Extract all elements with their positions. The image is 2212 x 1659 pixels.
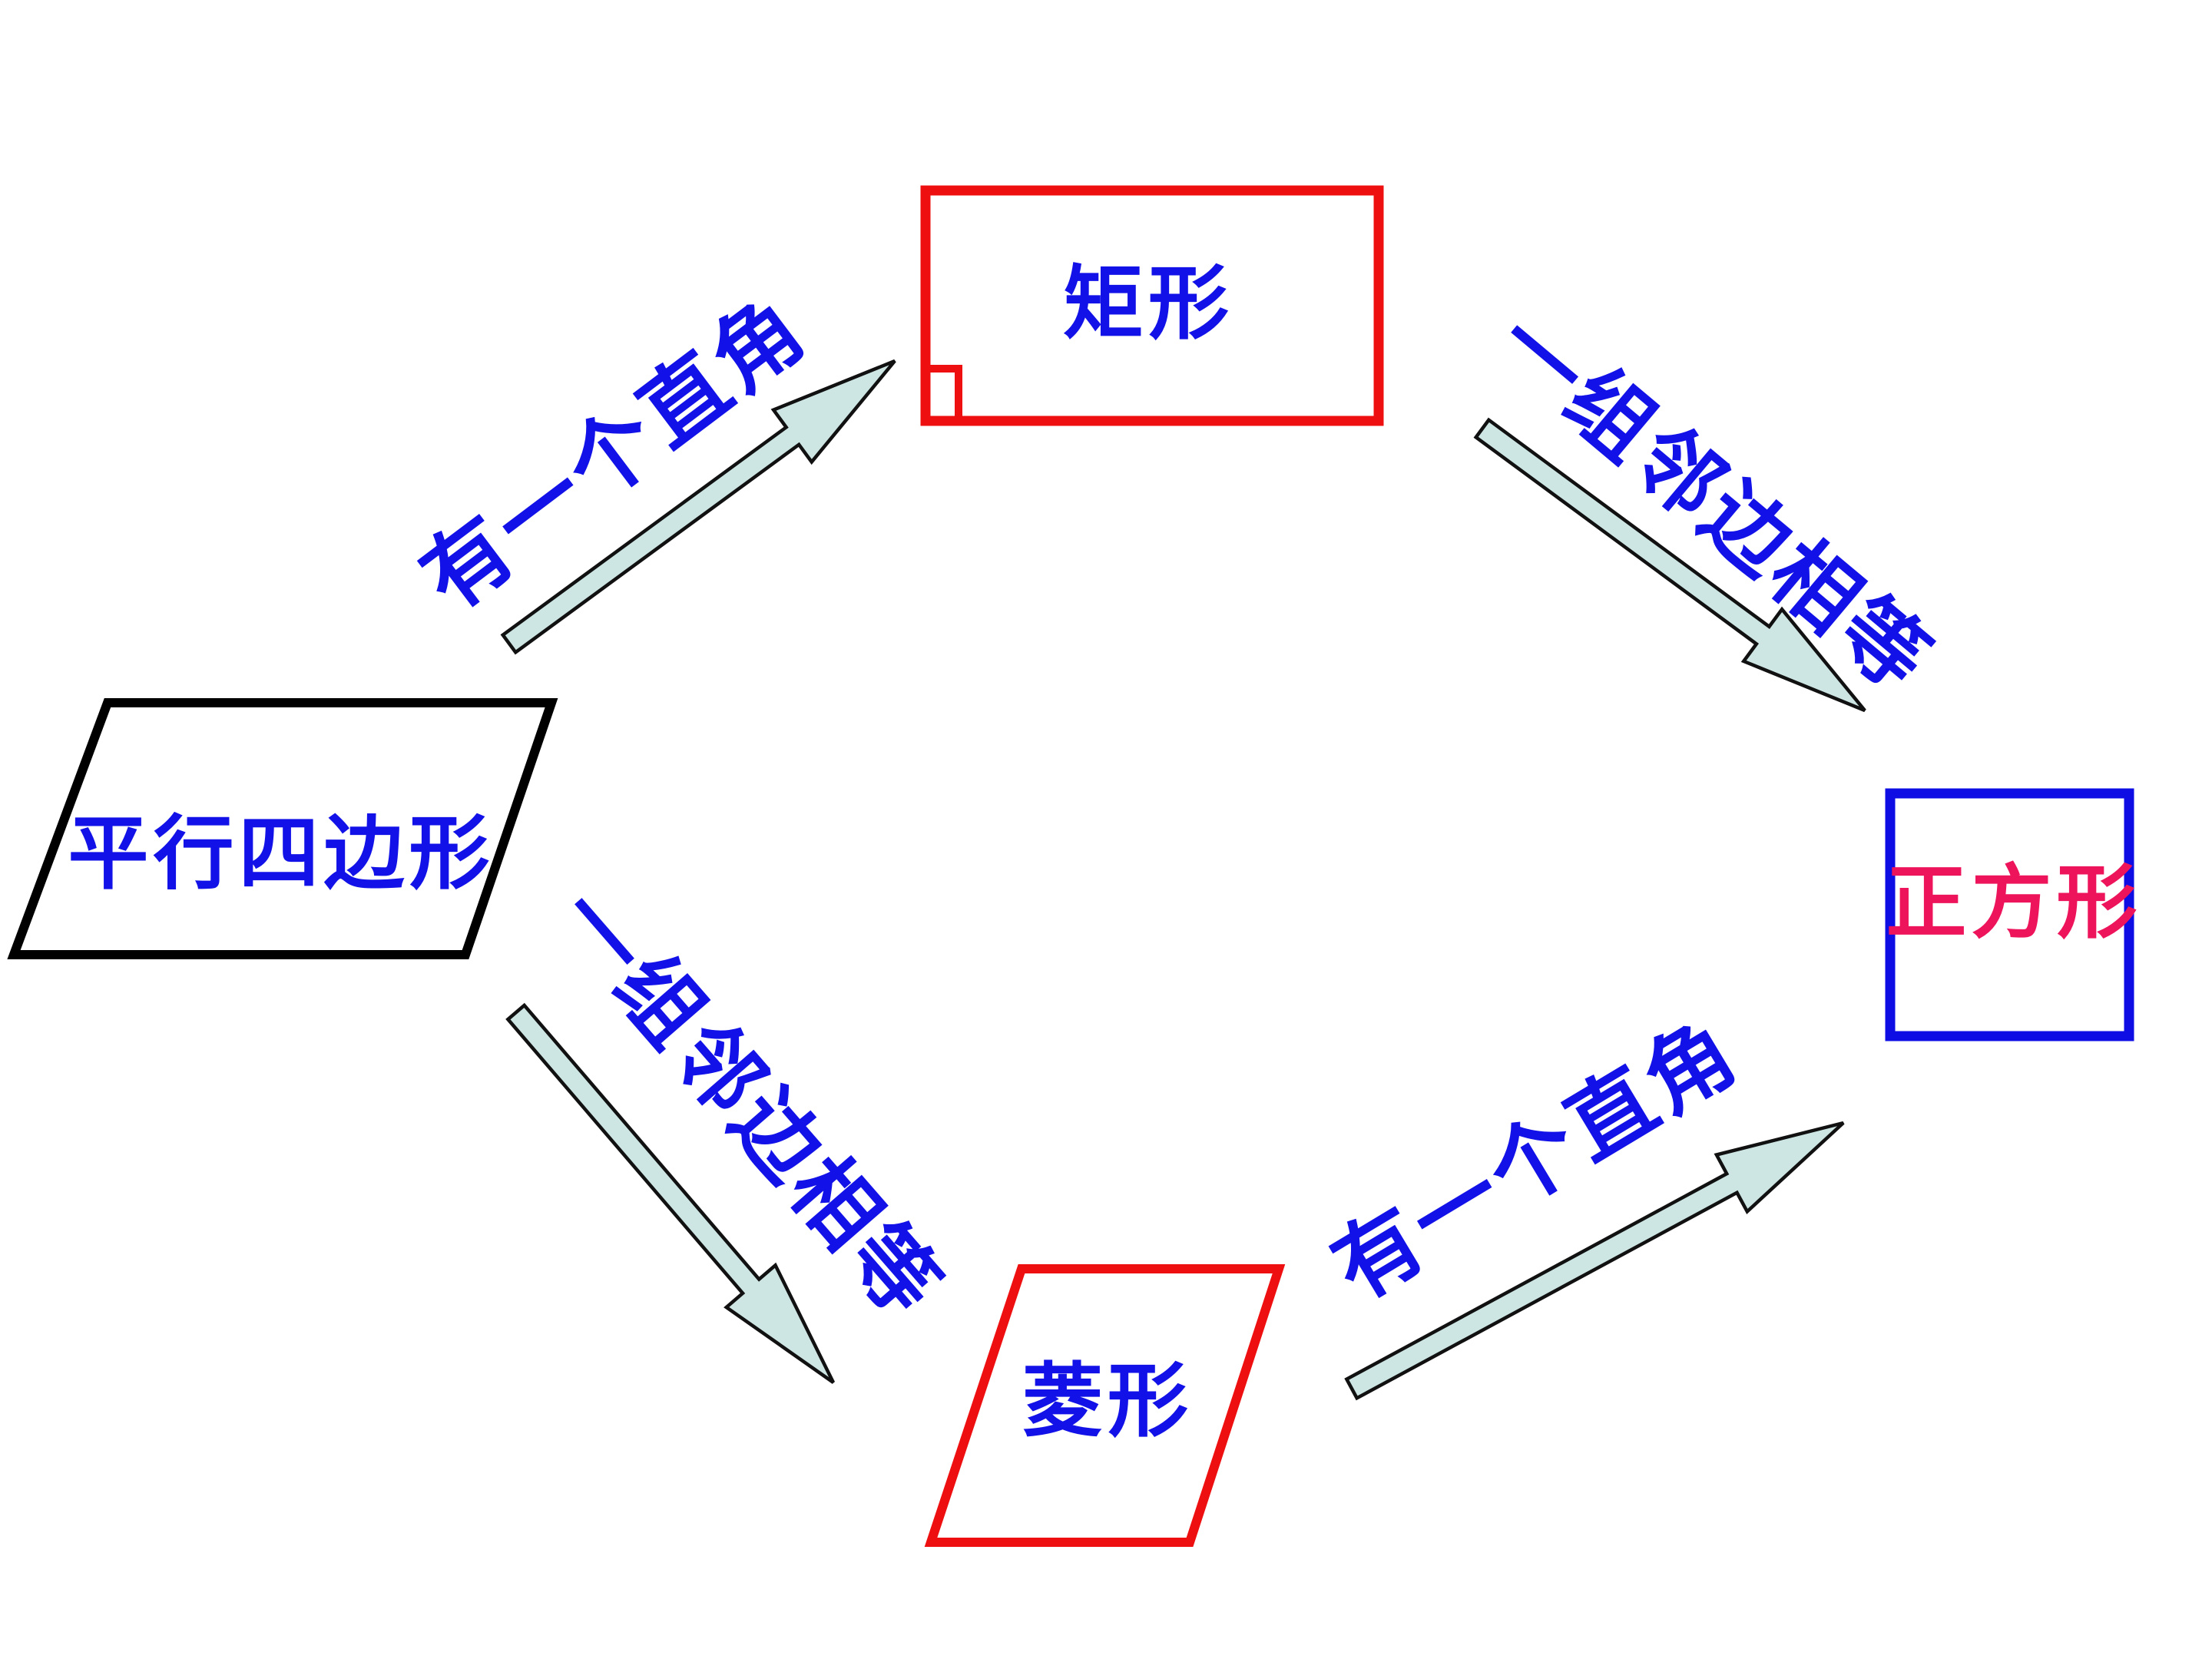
rectangle-label: 矩形 bbox=[1062, 259, 1234, 349]
parallelogram-shape bbox=[7, 698, 558, 959]
right-angle-mark bbox=[921, 365, 962, 419]
rectangle-shape bbox=[920, 185, 1384, 426]
rhombus-label: 菱形 bbox=[1022, 1356, 1194, 1447]
square-label: 正方形 bbox=[1886, 858, 2142, 949]
arrow-parallelogram-to-rectangle bbox=[500, 359, 896, 655]
arrow-rhombus-to-square bbox=[1344, 1121, 1845, 1401]
square-shape bbox=[1885, 788, 2134, 1041]
arrow-rectangle-to-square bbox=[1473, 417, 1866, 713]
parallelogram-label: 平行四边形 bbox=[68, 809, 495, 899]
rhombus-shape bbox=[924, 1264, 1286, 1547]
arrow-parallelogram-to-rhombus bbox=[505, 1002, 836, 1384]
